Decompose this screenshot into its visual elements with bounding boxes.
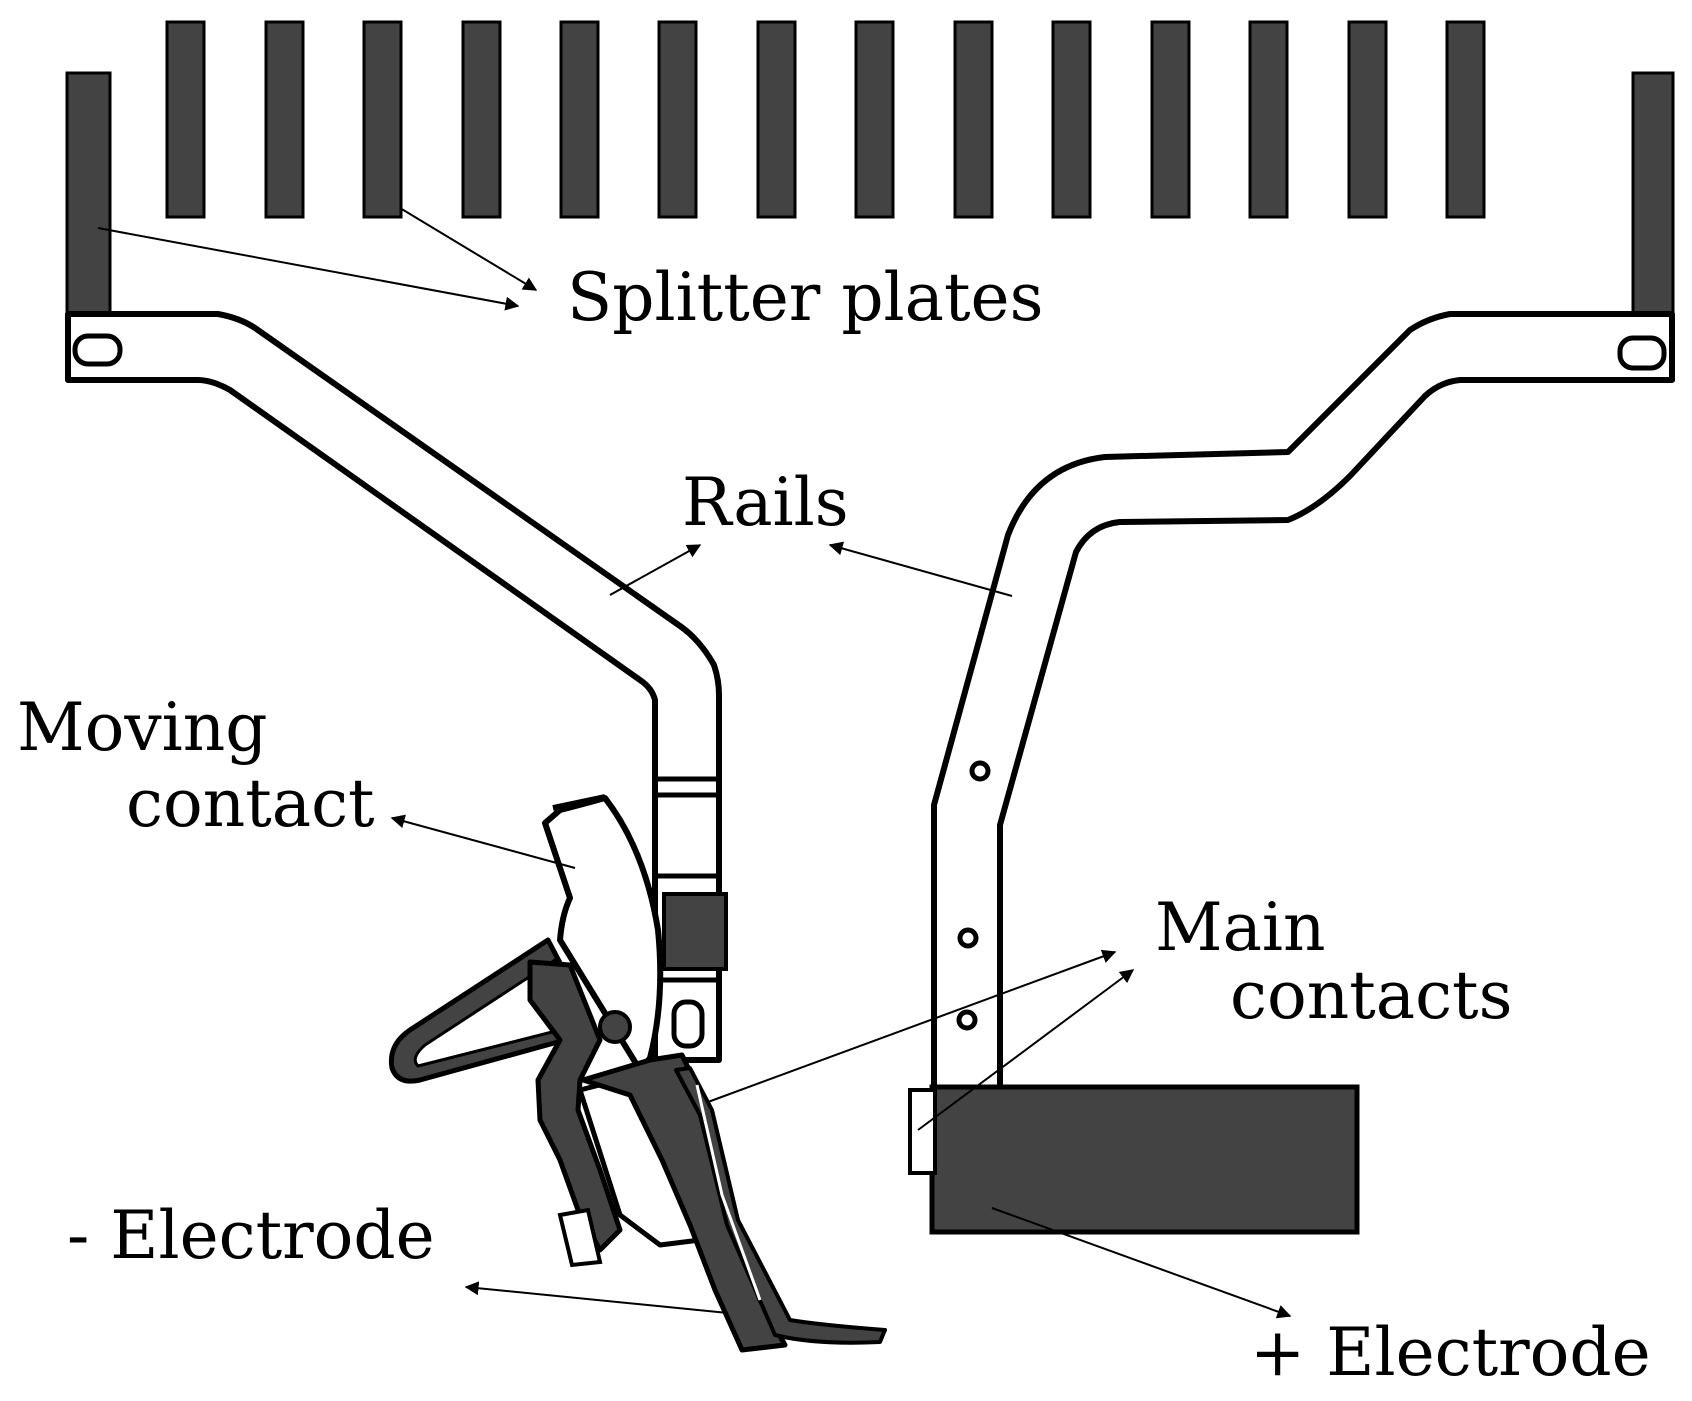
label-main-contacts-line2: contacts	[1230, 957, 1512, 1034]
right-rail-rivet	[957, 927, 979, 949]
leader-splitter-2	[399, 207, 538, 291]
label-neg-electrode: - Electrode	[67, 1197, 435, 1274]
label-moving-contact-line2: contact	[126, 765, 375, 842]
splitter-plate	[264, 20, 305, 219]
lower-bracket	[557, 1207, 603, 1268]
splitter-plate	[1445, 20, 1486, 219]
right-rail-mount-hole	[1617, 335, 1667, 371]
splitter-plate	[854, 20, 895, 219]
splitter-plate-right-end	[1631, 71, 1675, 320]
leader-main-contacts-1	[707, 949, 1117, 1103]
splitter-plate	[362, 20, 403, 219]
splitter-plate	[1347, 20, 1388, 219]
splitter-plate	[559, 20, 600, 219]
label-pos-electrode: + Electrode	[1250, 1314, 1651, 1391]
splitter-plates	[65, 20, 1675, 320]
leader-neg-electrode	[464, 1281, 729, 1314]
splitter-plate	[1150, 20, 1191, 219]
electrode-spring-tail-inner	[695, 1084, 762, 1301]
left-rail-lower-hole	[671, 999, 705, 1049]
right-rail-rivet	[956, 1009, 978, 1031]
leader-rails-right	[828, 541, 1013, 597]
label-main-contacts-line1: Main	[1155, 889, 1326, 966]
pivot-pin	[598, 1010, 632, 1044]
fixed-main-contact	[908, 1088, 937, 1175]
right-rail	[931, 311, 1675, 1098]
leader-main-contacts-2	[917, 969, 1135, 1131]
left-rail	[65, 311, 722, 1063]
label-moving-contact-line1: Moving	[17, 689, 267, 766]
splitter-plate	[1051, 20, 1092, 219]
leader-pos-electrode	[991, 1207, 1292, 1319]
splitter-plate	[165, 20, 206, 219]
label-rails: Rails	[682, 464, 849, 541]
leader-rails-left	[609, 544, 702, 596]
positive-electrode-block	[929, 1084, 1360, 1235]
splitter-plate	[953, 20, 994, 219]
electrode-spring-tail	[674, 1066, 887, 1345]
right-rail-rivet	[969, 760, 991, 782]
splitter-plate-left-end	[65, 71, 112, 320]
left-rail-mount-hole	[72, 333, 123, 367]
leader-moving-contact	[390, 814, 576, 869]
splitter-plate	[1248, 20, 1289, 219]
moving-contact-tip	[552, 794, 606, 811]
splitter-plate	[756, 20, 797, 219]
contact-carrier	[527, 959, 623, 1253]
leader-lines	[97, 207, 1292, 1319]
left-rail-clamp	[662, 892, 728, 971]
label-splitter-plates: Splitter plates	[567, 259, 1043, 336]
leader-splitter-1	[97, 227, 520, 311]
negative-electrode-strip	[580, 1052, 788, 1353]
splitter-plate	[657, 20, 698, 219]
splitter-plate	[461, 20, 502, 219]
spring-lever-inner	[413, 958, 562, 1068]
